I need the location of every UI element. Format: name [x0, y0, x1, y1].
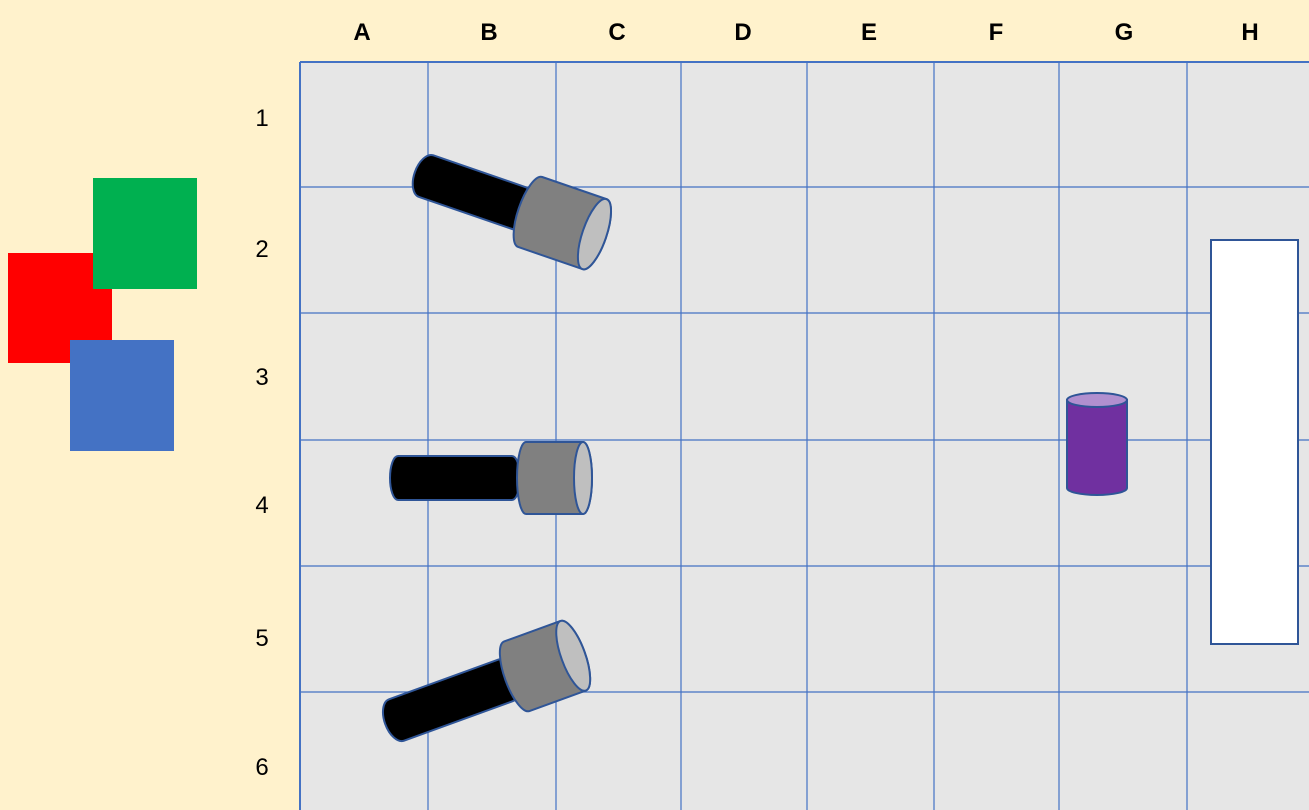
flashlight-lens [574, 442, 592, 514]
green-swatch [93, 178, 197, 289]
column-label-a: A [353, 19, 370, 46]
row-labels: 1 2 3 4 5 6 [255, 105, 268, 781]
column-label-g: G [1115, 19, 1134, 46]
blue-swatch [70, 340, 174, 451]
cylinder-body [1067, 400, 1127, 495]
flashlight-handle [390, 456, 520, 500]
row-label-5: 5 [255, 625, 268, 652]
column-label-c: C [608, 19, 625, 46]
row-label-2: 2 [255, 236, 268, 263]
column-label-d: D [734, 19, 751, 46]
row-label-4: 4 [255, 492, 268, 519]
cylinder-top [1067, 393, 1127, 407]
column-label-f: F [989, 19, 1004, 46]
row-label-3: 3 [255, 364, 268, 391]
row-label-6: 6 [255, 754, 268, 781]
column-label-b: B [480, 19, 497, 46]
white-screen [1211, 240, 1298, 644]
purple-cylinder [1067, 393, 1127, 495]
column-label-e: E [861, 19, 877, 46]
column-label-h: H [1241, 19, 1258, 46]
row-label-1: 1 [255, 105, 268, 132]
column-labels: A B C D E F G H [353, 19, 1258, 46]
